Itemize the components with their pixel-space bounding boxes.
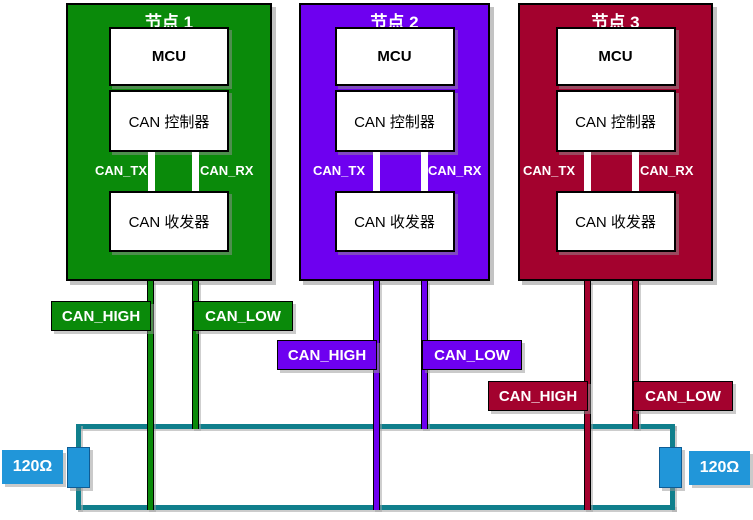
- can-node-2: 节点 2 MCU CAN 控制器 CAN_TX CAN_RX CAN 收发器: [299, 3, 490, 281]
- can-controller-block: CAN 控制器: [555, 90, 676, 152]
- right-resistor-value-label: 120Ω: [689, 451, 750, 485]
- can-node-1: 节点 1 MCU CAN 控制器 CAN_TX CAN_RX CAN 收发器: [66, 3, 272, 281]
- right-termination-resistor: [659, 447, 682, 488]
- mcu-block: MCU: [334, 27, 455, 86]
- can-tx-label: CAN_TX: [313, 163, 366, 178]
- mcu-block: MCU: [109, 27, 229, 86]
- can-tx-wire: [373, 152, 380, 191]
- node3-can-high-tag: CAN_HIGH: [488, 381, 588, 411]
- can-transceiver-block: CAN 收发器: [109, 191, 229, 252]
- node1-can-low-tag: CAN_LOW: [193, 301, 293, 331]
- node3-can-low-wire: [632, 281, 639, 429]
- node2-can-high-wire: [373, 281, 380, 510]
- can-node-3: 节点 3 MCU CAN 控制器 CAN_TX CAN_RX CAN 收发器: [518, 3, 713, 281]
- node1-can-low-wire: [192, 281, 199, 429]
- can-controller-block: CAN 控制器: [109, 90, 229, 152]
- can-tx-label: CAN_TX: [95, 163, 148, 178]
- can-rx-wire: [421, 152, 428, 191]
- can-rx-wire: [632, 152, 639, 191]
- can-tx-wire: [148, 152, 155, 191]
- node3-can-low-tag: CAN_LOW: [633, 381, 733, 411]
- can-transceiver-block: CAN 收发器: [334, 191, 455, 252]
- can-tx-label: CAN_TX: [523, 163, 576, 178]
- can-rx-label: CAN_RX: [200, 163, 254, 178]
- node2-can-high-tag: CAN_HIGH: [277, 340, 377, 370]
- node1-can-high-tag: CAN_HIGH: [51, 301, 151, 331]
- can-rx-label: CAN_RX: [428, 163, 482, 178]
- can-controller-block: CAN 控制器: [334, 90, 455, 152]
- can-rx-wire: [192, 152, 199, 191]
- mcu-block: MCU: [555, 27, 676, 86]
- left-termination-resistor: [67, 447, 90, 488]
- node2-can-low-tag: CAN_LOW: [422, 340, 522, 370]
- can-tx-wire: [584, 152, 591, 191]
- can-transceiver-block: CAN 收发器: [555, 191, 676, 252]
- can-rx-label: CAN_RX: [640, 163, 694, 178]
- left-resistor-value-label: 120Ω: [2, 450, 63, 484]
- node1-can-high-wire: [147, 281, 154, 510]
